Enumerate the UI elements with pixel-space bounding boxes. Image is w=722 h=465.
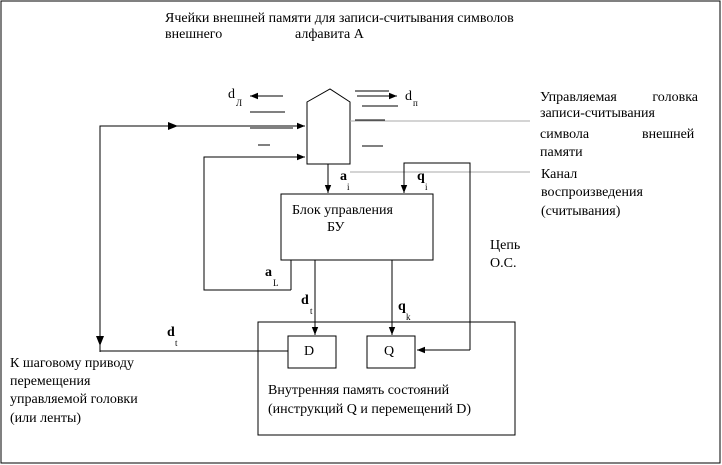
channel-label-line-1: Канал bbox=[541, 167, 578, 182]
signal-dt-2: d bbox=[167, 325, 175, 340]
signal-al-sub: L bbox=[273, 278, 279, 288]
memory-block-line-2: (инструкций Q и перемещений D) bbox=[268, 402, 472, 417]
title-line-1: Ячейки внешней памяти для записи-считыва… bbox=[165, 11, 514, 26]
q-box-label: Q bbox=[384, 344, 395, 359]
d-box bbox=[287, 335, 337, 369]
signal-qk: q bbox=[398, 299, 406, 314]
signal-qk-sub: k bbox=[406, 312, 411, 322]
qi-loop bbox=[400, 162, 471, 350]
al-loop bbox=[203, 153, 305, 291]
feedback-label-line-2: О.С. bbox=[490, 256, 517, 271]
read-write-head bbox=[306, 88, 351, 165]
signal-dt-2-sub: t bbox=[175, 338, 178, 348]
channel-label-line-3: (считывания) bbox=[541, 204, 621, 219]
drive-label-line-4: (или ленты) bbox=[10, 411, 82, 426]
tape-cells bbox=[250, 90, 398, 147]
signal-ai-sub: i bbox=[347, 182, 350, 192]
head-label-line-4: памяти bbox=[540, 145, 583, 160]
feedback-label-line-1: Цепь bbox=[490, 238, 521, 253]
channel-label-line-2: воспроизведения bbox=[541, 185, 643, 200]
signal-dl-sub: Л bbox=[236, 98, 243, 108]
drive-arrowhead-top bbox=[168, 122, 178, 130]
signal-dp-sub: п bbox=[413, 98, 418, 108]
signal-ai: a bbox=[340, 169, 347, 184]
title-line-2a: внешнего bbox=[165, 27, 223, 42]
drive-arrowhead bbox=[96, 336, 104, 346]
signal-dt-1: d bbox=[301, 293, 309, 308]
title-line-2b: алфавита А bbox=[295, 27, 364, 42]
signal-dt-1-sub: t bbox=[310, 306, 313, 316]
signal-qi-sub: i bbox=[425, 182, 428, 192]
control-block-line-2: БУ bbox=[327, 220, 345, 235]
memory-block-line-1: Внутренняя память состояний bbox=[268, 383, 450, 398]
drive-label-line-1: К шаговому приводу bbox=[10, 356, 135, 371]
head-label-line-3a: символа bbox=[540, 127, 590, 142]
control-block bbox=[280, 193, 434, 261]
head-label-line-2: записи-считывания bbox=[540, 106, 655, 121]
d-box-label: D bbox=[304, 344, 315, 359]
signal-dl: d bbox=[228, 87, 235, 102]
signal-qi: q bbox=[417, 169, 425, 184]
memory-block bbox=[257, 321, 516, 436]
q-box bbox=[366, 335, 416, 369]
head-label-line-3b: внешней bbox=[642, 127, 695, 142]
drive-label-line-2: перемещения bbox=[10, 374, 91, 389]
signal-al: a bbox=[265, 265, 272, 280]
head-label-line-1: Управляемая головка bbox=[540, 90, 698, 105]
drive-loop bbox=[99, 122, 305, 352]
signal-dp: d bbox=[405, 89, 412, 104]
drive-label-line-3: управляемой головки bbox=[10, 392, 138, 407]
control-block-line-1: Блок управления bbox=[292, 203, 393, 218]
